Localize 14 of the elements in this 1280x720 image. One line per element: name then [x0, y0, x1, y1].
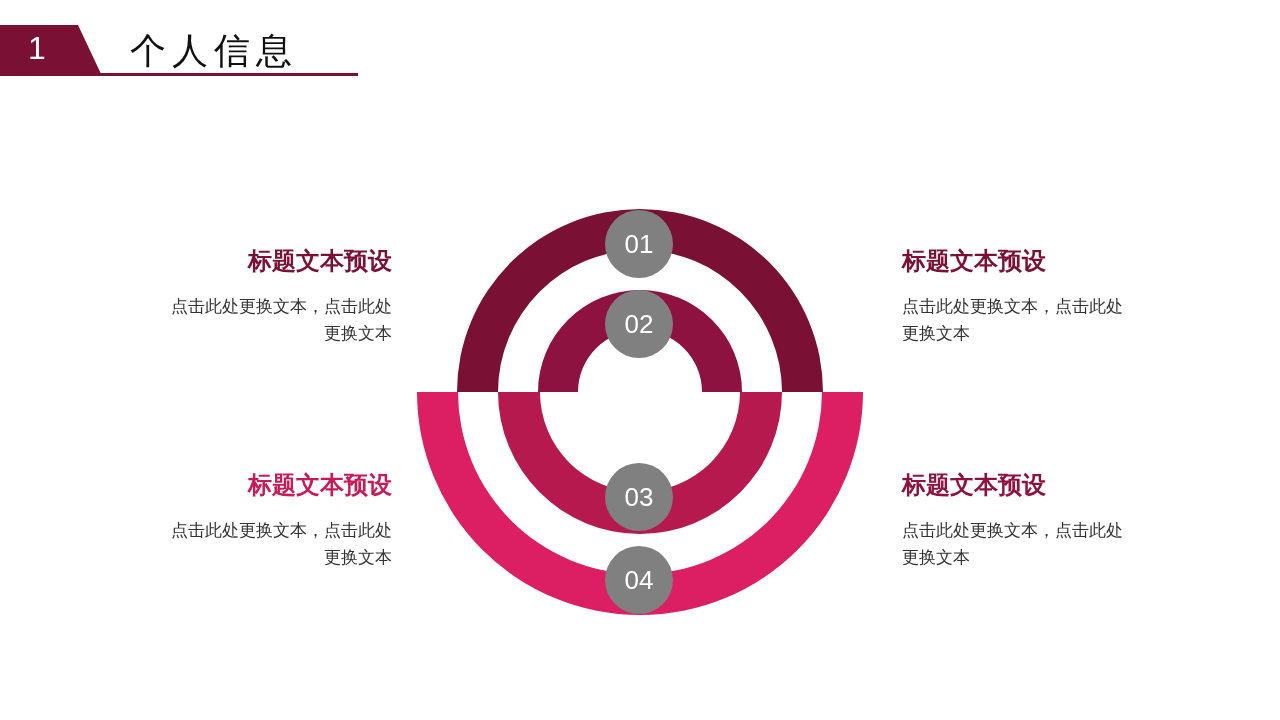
heading-text: 标题文本预设 — [248, 470, 392, 501]
slide-title: 个人信息 — [130, 29, 298, 73]
body-text: 点击此处更换文本，点击此处更换文本 — [902, 295, 1124, 345]
number-circle: 02 — [605, 290, 673, 358]
body-text: 点击此处更换文本，点击此处更换文本 — [902, 519, 1124, 569]
slide-number: 1 — [28, 30, 46, 67]
body-text: 点击此处更换文本，点击此处更换文本 — [170, 295, 392, 345]
number-circle: 03 — [605, 463, 673, 531]
number-circle: 04 — [605, 546, 673, 614]
heading-text: 标题文本预设 — [902, 470, 1046, 501]
heading-text: 标题文本预设 — [902, 246, 1046, 277]
body-text: 点击此处更换文本，点击此处更换文本 — [170, 519, 392, 569]
heading-text: 标题文本预设 — [248, 246, 392, 277]
number-circle: 01 — [605, 210, 673, 278]
